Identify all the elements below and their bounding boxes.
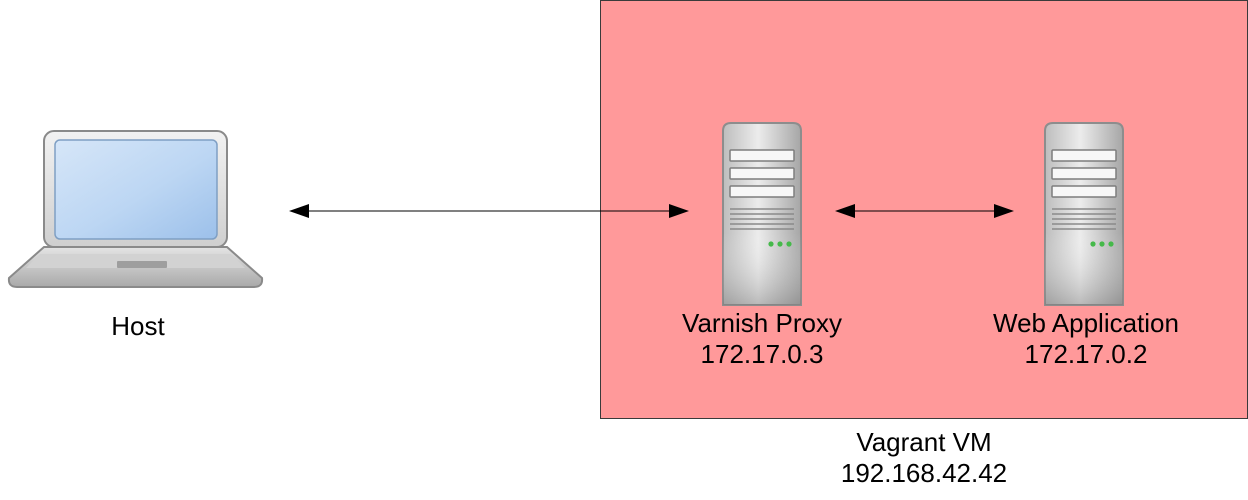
arrowhead-right-icon <box>669 204 689 218</box>
varnish-proxy-server-icon <box>722 122 802 306</box>
proxy-webapp-connector <box>835 204 1014 218</box>
arrowhead-left-icon <box>289 204 309 218</box>
web-application-ip: 172.17.0.2 <box>1024 339 1148 369</box>
web-application-name: Web Application <box>993 308 1179 338</box>
varnish-proxy-ip: 172.17.0.3 <box>700 339 824 369</box>
laptop-icon <box>7 130 264 288</box>
vagrant-vm-name: Vagrant VM <box>856 427 992 457</box>
varnish-proxy-label: Varnish Proxy 172.17.0.3 <box>652 308 872 370</box>
web-application-label: Web Application 172.17.0.2 <box>966 308 1206 370</box>
host-name: Host <box>111 311 165 341</box>
host-label: Host <box>78 311 198 342</box>
vagrant-vm-label: Vagrant VM 192.168.42.42 <box>814 427 1034 489</box>
arrowhead-left-icon <box>835 204 855 218</box>
web-application-server-icon <box>1044 122 1124 306</box>
varnish-proxy-name: Varnish Proxy <box>682 308 842 338</box>
vagrant-vm-ip: 192.168.42.42 <box>840 458 1008 488</box>
arrowhead-right-icon <box>994 204 1014 218</box>
vagrant-vm-container <box>600 0 1248 419</box>
host-proxy-connector <box>289 204 689 218</box>
